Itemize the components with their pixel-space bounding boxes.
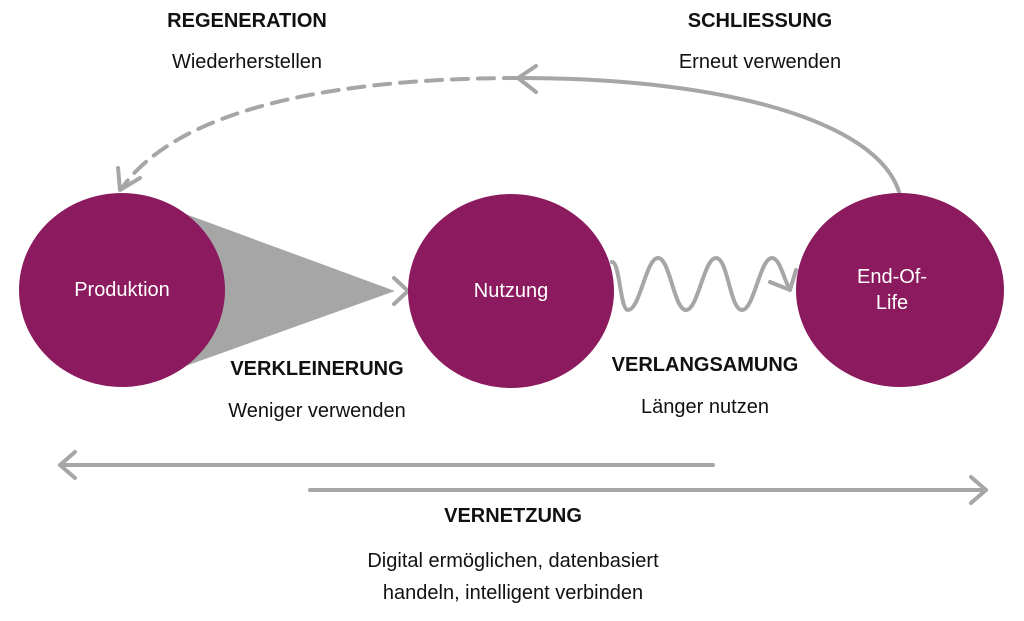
narrowing-title: VERKLEINERUNG xyxy=(230,358,404,380)
production-circle xyxy=(19,193,225,387)
closing-subtitle: Erneut verwenden xyxy=(678,51,842,73)
usage-circle xyxy=(408,194,614,388)
networking-left-arrowhead xyxy=(58,450,77,480)
regeneration-subtitle: Wiederherstellen xyxy=(171,51,323,73)
usage-label: Nutzung xyxy=(473,280,549,302)
regeneration-dashed-arc xyxy=(120,76,522,190)
networking-title: VERNETZUNG xyxy=(444,505,582,527)
slowing-title: VERLANGSAMUNG xyxy=(611,354,799,376)
slowing-wave xyxy=(610,256,792,312)
closing-arc xyxy=(518,76,902,197)
eol-label-line1: End-Of- xyxy=(856,266,928,288)
regeneration-arrowhead xyxy=(116,166,142,192)
slowing-subtitle: Länger nutzen xyxy=(641,396,769,418)
closing-arrowhead xyxy=(516,64,538,94)
narrowing-triangle xyxy=(180,212,395,368)
narrowing-arrowhead xyxy=(392,276,411,306)
slowing-arrowhead xyxy=(768,268,798,292)
networking-subtitle-line2: handeln, intelligent verbinden xyxy=(382,582,644,604)
regeneration-title: REGENERATION xyxy=(167,10,327,32)
eol-circle xyxy=(796,193,1004,387)
closing-title: SCHLIESSUNG xyxy=(687,10,833,32)
narrowing-subtitle: Weniger verwenden xyxy=(228,400,406,422)
eol-label-line2: Life xyxy=(875,292,909,314)
production-label: Produktion xyxy=(74,279,170,301)
networking-right-arrowhead xyxy=(969,475,988,505)
eol-label: End-Of- Life xyxy=(857,264,927,316)
networking-subtitle: Digital ermöglichen, datenbasiert handeln… xyxy=(367,545,658,609)
networking-subtitle-line1: Digital ermöglichen, datenbasiert xyxy=(367,550,659,572)
